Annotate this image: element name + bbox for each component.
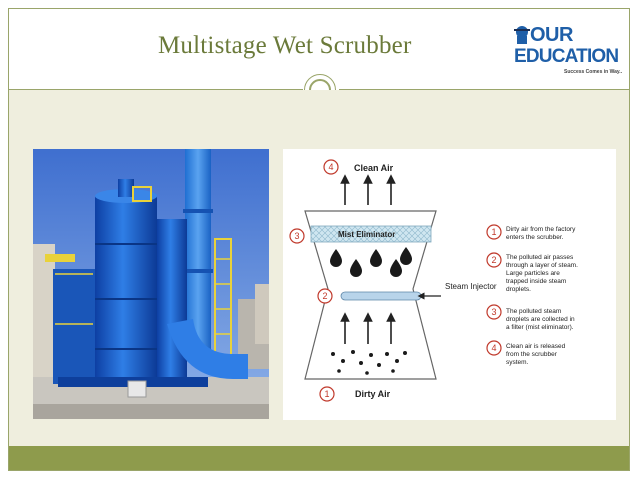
svg-text:Clean air is released: Clean air is released xyxy=(506,343,566,350)
step-2: 2 The polluted air passes through a laye… xyxy=(486,252,578,293)
svg-text:2: 2 xyxy=(491,255,496,265)
svg-text:2: 2 xyxy=(322,291,327,301)
svg-text:4: 4 xyxy=(491,343,496,353)
svg-text:from the scrubber: from the scrubber xyxy=(506,351,558,358)
number-circle-icon: 3 xyxy=(289,228,305,244)
svg-text:1: 1 xyxy=(491,227,496,237)
logo-word-education: EDUCATION xyxy=(514,46,619,67)
steam-injector-label: Steam Injector xyxy=(445,282,497,291)
our-education-logo: OUR EDUCATION Success Comes in Way.. xyxy=(512,24,622,82)
slide-frame xyxy=(8,8,630,471)
title-divider-left xyxy=(9,89,303,90)
logo-word-our: OUR xyxy=(530,24,573,46)
scrubber-chamber xyxy=(304,210,437,380)
dirty-air-label: Dirty Air xyxy=(355,389,391,399)
svg-text:3: 3 xyxy=(491,307,496,317)
clean-air-label: Clean Air xyxy=(354,163,394,173)
number-circle-icon: 1 xyxy=(319,386,335,402)
logo-head-icon xyxy=(514,26,530,44)
title-divider-right xyxy=(339,89,629,90)
step-4: 4 Clean air is released from the scrubbe… xyxy=(486,340,566,366)
svg-text:system.: system. xyxy=(506,359,529,366)
svg-text:droplets are collected in: droplets are collected in xyxy=(506,316,575,323)
mist-eliminator xyxy=(310,225,432,243)
svg-text:1: 1 xyxy=(324,389,329,399)
scrubber-photo xyxy=(33,149,269,419)
svg-text:The polluted steam: The polluted steam xyxy=(506,308,561,315)
steam-injector xyxy=(340,291,422,301)
step-3: 3 The polluted steam droplets are collec… xyxy=(486,304,575,331)
svg-text:through a layer of steam.: through a layer of steam. xyxy=(506,262,578,269)
svg-text:3: 3 xyxy=(294,231,299,241)
svg-text:trapped inside steam: trapped inside steam xyxy=(506,278,566,285)
svg-text:droplets.: droplets. xyxy=(506,286,531,293)
svg-text:4: 4 xyxy=(328,162,333,172)
footer-bar xyxy=(9,446,629,470)
slide-title: Multistage Wet Scrubber xyxy=(158,32,412,59)
svg-text:Dirty air from the factory: Dirty air from the factory xyxy=(506,226,576,233)
svg-text:Large particles are: Large particles are xyxy=(506,270,560,277)
svg-text:enters the scrubber.: enters the scrubber. xyxy=(506,234,564,241)
logo-tagline: Success Comes in Way.. xyxy=(564,69,623,75)
step-1: 1 Dirty air from the factory enters the … xyxy=(486,224,576,241)
svg-text:The polluted air passes: The polluted air passes xyxy=(506,254,574,261)
mist-eliminator-label: Mist Eliminator xyxy=(338,230,395,239)
number-circle-icon: 4 xyxy=(323,159,339,175)
number-circle-icon: 2 xyxy=(317,288,333,304)
droplet-icon xyxy=(330,247,412,277)
svg-text:a filter (mist eliminator).: a filter (mist eliminator). xyxy=(506,324,574,331)
dirty-particles xyxy=(331,350,407,375)
scrubber-diagram: Clean Air Mist Eliminator Steam Injector xyxy=(283,149,616,420)
